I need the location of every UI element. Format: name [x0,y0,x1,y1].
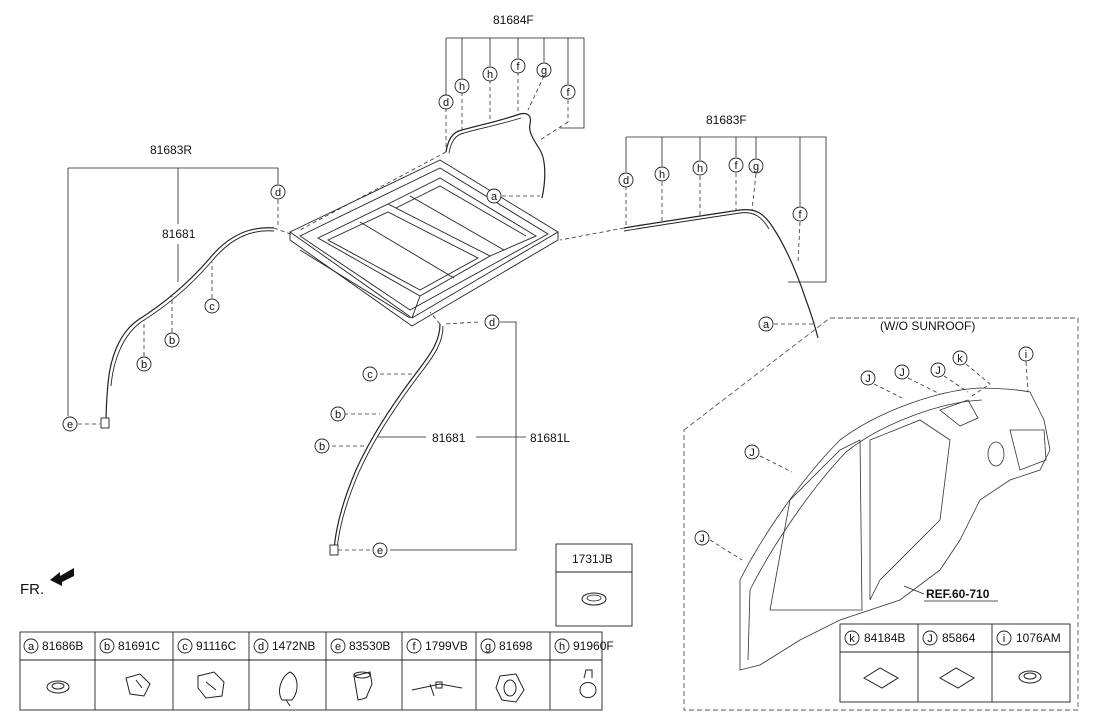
clip-icon [125,673,151,697]
svg-text:c: c [367,369,373,381]
callouts: d h h f g f a d h h f g f a d c b b e d … [62,58,808,558]
svg-text:h: h [487,69,493,81]
legend-part-d: 1472NB [272,639,315,653]
svg-text:g: g [541,65,547,77]
svg-text:J: J [927,633,933,645]
svg-text:b: b [169,335,175,347]
part-label-81683F: 81683F [706,113,747,127]
cap-icon [46,680,70,694]
band-clamp-icon [279,671,298,707]
svg-text:d: d [275,187,281,199]
svg-text:e: e [335,641,341,653]
svg-text:c: c [182,641,188,653]
sunroof-frame [289,159,559,327]
svg-text:f: f [516,61,520,73]
legend-part-h: 91960F [573,639,614,653]
body-side-panel [739,387,1051,671]
svg-text:e: e [67,419,73,431]
legend-part-c: 91116C [196,639,237,653]
hose-81683R: 81683R 81681 [67,143,297,429]
svg-text:d: d [623,175,629,187]
svg-text:J: J [935,365,941,377]
legend-part-a: 81686B [42,639,83,653]
part-label-1731JB: 1731JB [572,552,613,566]
svg-text:J: J [865,373,871,385]
part-label-81684F: 81684F [493,13,534,27]
front-direction-indicator: FR. [20,568,74,598]
hose-clamp-icon [579,669,597,698]
svg-text:FR.: FR. [20,581,44,598]
tie-strap-icon [411,681,463,697]
part-label-81681-upper: 81681 [162,227,196,241]
svg-text:f: f [566,87,570,99]
part-label-81681-lower: 81681 [432,431,466,445]
box-1731JB: 1731JB [555,543,633,627]
legend-part-b: 81691C [118,639,160,653]
grommet-icon [581,592,607,606]
inset-title: (W/O SUNROOF) [880,319,975,333]
svg-text:k: k [957,353,963,365]
svg-text:h: h [559,641,565,653]
parts-legend-table: a 81686B b 81691C c 91116C d 1472NB e 83… [19,631,614,711]
svg-text:J: J [699,533,705,545]
svg-text:g: g [753,161,759,173]
part-label-81683R: 81683R [150,143,192,157]
svg-text:f: f [798,209,802,221]
svg-text:b: b [141,359,147,371]
legend-part-k: 84184B [864,631,905,645]
legend-part-f: 1799VB [425,639,468,653]
svg-text:h: h [659,169,665,181]
svg-text:i: i [1003,633,1005,645]
part-label-81681L: 81681L [530,431,570,445]
svg-text:J: J [749,447,755,459]
svg-text:g: g [485,641,491,653]
svg-text:b: b [319,441,325,453]
svg-text:d: d [258,641,264,653]
legend-part-e: 83530B [349,639,390,653]
svg-text:f: f [734,160,738,172]
svg-text:a: a [28,641,35,653]
legend-part-i: 1076AM [1016,631,1061,645]
svg-text:a: a [763,319,770,331]
plug-icon [1018,670,1042,684]
hose-81684F: 81684F [299,13,585,231]
grommet-icon [495,673,525,703]
svg-text:a: a [491,191,498,203]
pad-icon [939,667,975,689]
svg-text:k: k [849,633,855,645]
svg-text:f: f [412,641,416,653]
svg-text:b: b [104,641,110,653]
connector-icon [353,671,373,701]
svg-text:h: h [459,81,465,93]
svg-text:d: d [443,97,449,109]
svg-text:i: i [1025,349,1027,361]
svg-text:b: b [335,409,341,421]
hose-81681L: 81681 81681L [329,311,570,556]
svg-text:J: J [899,367,905,379]
svg-text:d: d [489,317,495,329]
svg-text:h: h [697,163,703,175]
legend-part-J: 85864 [942,631,976,645]
legend-part-g: 81698 [499,639,533,653]
bracket-icon [197,671,225,699]
hose-81683F: 81683F [559,113,827,339]
pad-icon [863,667,899,689]
svg-text:c: c [209,301,215,313]
front-arrow-icon [50,568,74,586]
reference-label: REF.60-710 [926,587,990,601]
svg-text:e: e [377,545,383,557]
inset-without-sunroof: (W/O SUNROOF) J J J k i J J REF.60-710 [683,317,1079,711]
